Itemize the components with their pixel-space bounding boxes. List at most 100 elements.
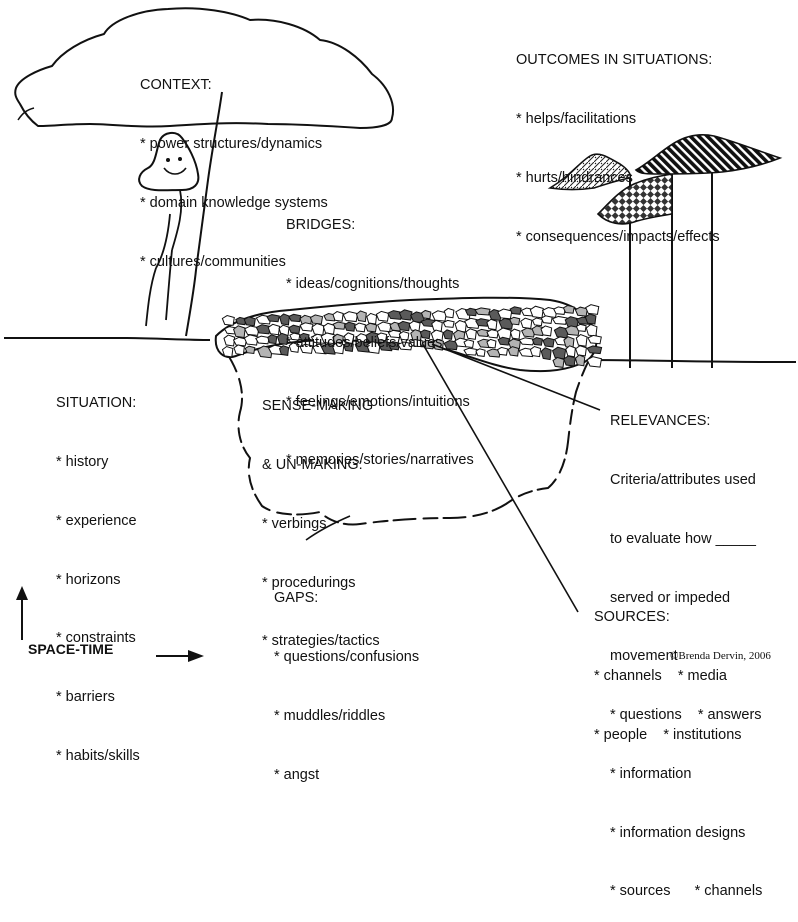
situation-item: * barriers [56, 689, 115, 706]
bridge-stone [266, 314, 280, 323]
bridge-stone [540, 315, 553, 324]
ground-line [4, 337, 211, 341]
sense-making-item: * procedurings [262, 574, 356, 591]
context-item: * cultures/communities [140, 253, 286, 270]
bridge-stone [507, 346, 520, 357]
bridges-item: * ideas/cognitions/thoughts [286, 275, 460, 292]
relevances-title: RELEVANCES: [610, 413, 711, 430]
sense-making-block: SENSE-MAKING & UN-MAKING: * verbings * p… [262, 358, 380, 672]
bridge-stone [586, 345, 603, 355]
bridge-stone [431, 319, 443, 332]
sources-title: SOURCES: [594, 609, 670, 626]
bridge-stone [419, 329, 431, 340]
gaps-item: * muddles/riddles [274, 707, 386, 724]
bridge-stone [223, 334, 236, 347]
bridge-stone [563, 336, 575, 349]
bridge-stone [463, 339, 475, 349]
bridge-stone [442, 329, 454, 340]
bridge-stone [376, 332, 388, 342]
bridge-stone [442, 319, 455, 328]
bridge-stone [278, 345, 290, 356]
bridge-stone [267, 334, 278, 345]
bridge-stone [221, 345, 234, 358]
bridge-stone [288, 324, 301, 334]
bridge-stone [518, 337, 535, 346]
sense-making-title: & UN-MAKING: [262, 456, 363, 473]
context-item: * domain knowledge systems [140, 194, 328, 211]
bridge-stone [475, 348, 486, 357]
gaps-connector [305, 515, 351, 541]
bridge-stone [343, 332, 355, 345]
bridge-stone [498, 317, 514, 330]
situation-item: * constraints [56, 630, 136, 647]
bridge-stone [497, 336, 510, 346]
bridge-stone [355, 310, 367, 323]
context-cloud [14, 7, 394, 129]
situation-item: * habits/skills [56, 747, 140, 764]
bridge-stone [509, 306, 522, 315]
sources-block: SOURCES: * channels * media * people * i… [594, 569, 742, 765]
bridge-stone [408, 339, 424, 348]
outcomes-block: OUTCOMES IN SITUATIONS: * helps/facilita… [516, 12, 720, 267]
bridge-stone [564, 316, 580, 329]
bridge-stone [431, 310, 447, 322]
bridge-stone [520, 317, 533, 330]
bridge-stone [366, 312, 378, 325]
bridge-stone [276, 332, 289, 346]
sense-making-diagram [4, 7, 796, 662]
bridge-stone [575, 323, 587, 332]
bridge-stone [585, 323, 598, 337]
gaps-title: GAPS: [274, 590, 319, 607]
bridge-stone [243, 334, 259, 346]
relevances-line: to evaluate how _____ [610, 530, 756, 547]
context-item: * power structures/dynamics [140, 135, 323, 152]
checkered-flag [596, 173, 673, 225]
bridge-stone [289, 332, 301, 341]
bridge-stone [486, 318, 498, 331]
bridge-stone [331, 341, 345, 355]
bridge-stone [563, 355, 576, 367]
bridges-item: * memories/stories/narratives [286, 452, 474, 469]
bridge-stone [342, 311, 359, 323]
bridge-stone [443, 307, 455, 319]
relevances-connector [431, 343, 601, 411]
bridge-stone [299, 343, 314, 354]
bridge-stone [551, 346, 567, 360]
outcomes-item: * consequences/impacts/effects [516, 228, 720, 245]
sense-making-item: * verbings [262, 515, 327, 532]
bridge-stone [542, 337, 555, 348]
dotted-flag [547, 153, 632, 191]
situation-title: SITUATION: [56, 395, 137, 412]
bridge-stone [575, 333, 588, 347]
situation-block: SITUATION: * history * experience * hori… [56, 355, 140, 786]
bridge-stone [540, 347, 552, 361]
bridge-stone [496, 346, 509, 356]
bridge-stone [356, 333, 368, 345]
sense-making-title: SENSE-MAKING [262, 398, 374, 415]
bridge-stone [244, 345, 256, 354]
relevances-line: * information [610, 765, 692, 782]
bridge-stone [343, 341, 354, 352]
bridge-stone [255, 324, 271, 335]
bridge-stone [243, 316, 256, 327]
gaps-item: * angst [274, 766, 320, 783]
bridge-stone [464, 307, 478, 317]
bridge-stone [332, 311, 344, 322]
bridge-stone [465, 328, 477, 340]
bridge-stone [497, 308, 513, 320]
bridge-stone [496, 327, 512, 341]
outcomes-item: * hurts/hindrances [516, 169, 633, 186]
bridges-title: BRIDGES: [286, 217, 356, 234]
bridge-stone [430, 329, 444, 342]
bridge-stone [233, 344, 245, 356]
bridges-item: * attitudes/beliefs/values [286, 334, 443, 351]
space-time-label: SPACE-TIME [28, 641, 114, 657]
bridge-stone [232, 325, 246, 339]
sources-connector [423, 345, 579, 613]
striped-flag [634, 134, 783, 175]
bridge-stone [311, 323, 325, 336]
bridge-stone [507, 338, 522, 350]
situation-item: * horizons [56, 571, 121, 588]
context-block: CONTEXT: * power structures/dynamics * d… [140, 37, 328, 292]
bridge-stone [298, 332, 310, 342]
